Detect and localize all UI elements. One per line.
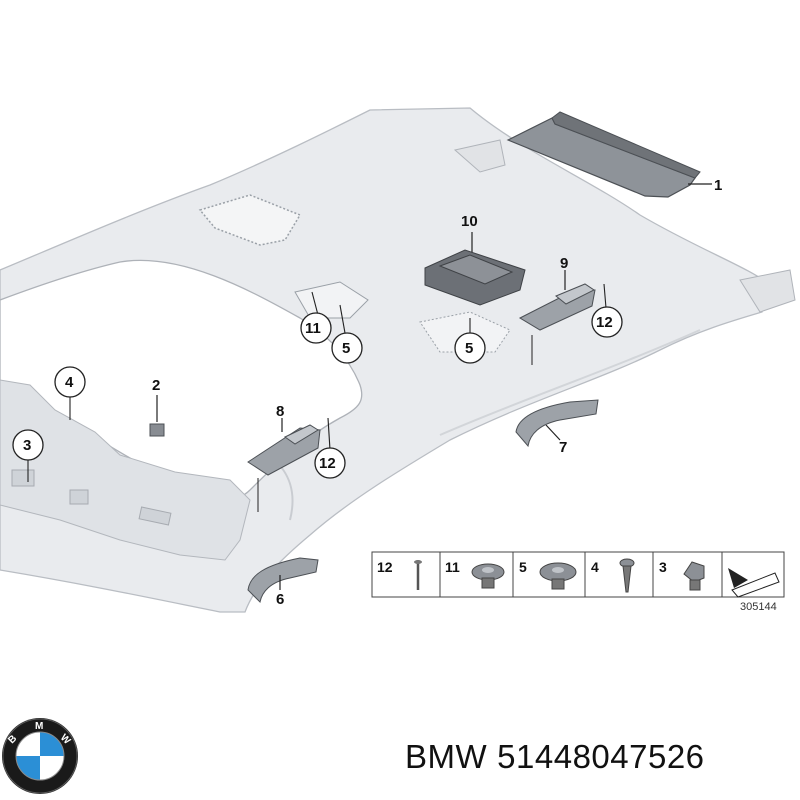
callout-4-circle: 4: [54, 366, 86, 398]
direction-arrow-icon: [728, 568, 780, 598]
leader-lines: [27, 283, 607, 482]
fastener-legend: 12 11 5 4 3: [371, 551, 785, 613]
callout-10: 10: [461, 213, 478, 230]
part-6-grab-handle: [247, 557, 319, 604]
svg-text:11: 11: [305, 320, 321, 337]
callout-2: 2: [152, 377, 160, 394]
callout-11-circle: 11: [300, 312, 332, 344]
callouts: 1 2 8 9 10 6 7 4 3 11 5 5 12: [12, 177, 722, 608]
svg-text:5: 5: [465, 340, 473, 357]
nut-clip-icon: [683, 561, 705, 591]
part-number: 51448047526: [497, 738, 705, 775]
clip-icon-large: [539, 562, 577, 590]
svg-text:12: 12: [319, 455, 336, 472]
clip-icon: [471, 563, 505, 589]
svg-text:12: 12: [596, 314, 613, 331]
svg-text:5: 5: [342, 340, 350, 357]
callout-9: 9: [560, 255, 568, 272]
callout-12a-circle: 12: [591, 306, 623, 338]
part-10-overhead-console: [424, 232, 526, 306]
svg-text:4: 4: [65, 374, 74, 391]
legend-item-12: 12: [377, 559, 393, 575]
part-7-grab-handle: [515, 399, 599, 448]
legend-item-11: 11: [445, 559, 460, 575]
legend-item-4: 4: [591, 559, 599, 575]
callout-7: 7: [559, 439, 567, 456]
brand-name: BMW: [405, 738, 488, 775]
pin-icon: [414, 560, 422, 590]
callout-8: 8: [276, 403, 284, 420]
legend-item-3: 3: [659, 559, 667, 575]
callout-1: 1: [714, 177, 722, 194]
part-1-rear-trim: [506, 111, 712, 198]
callout-5b-circle: 5: [454, 332, 486, 364]
screw-icon: [619, 558, 635, 593]
svg-text:3: 3: [23, 437, 31, 454]
headliner-panel: [0, 107, 796, 613]
bmw-logo: B M W: [2, 718, 78, 794]
part-9-bracket-right: [518, 270, 596, 365]
diagram-ref-code: 305144: [740, 601, 777, 613]
logo-letter-m: M: [35, 721, 43, 732]
callout-12b-circle: 12: [314, 447, 346, 479]
part-8-bracket-left: [247, 418, 321, 512]
part-2-clip: [149, 395, 165, 437]
callout-3-circle: 3: [12, 429, 44, 461]
legend-item-5: 5: [519, 559, 527, 575]
callout-6: 6: [276, 591, 284, 608]
callout-5a-circle: 5: [331, 332, 363, 364]
